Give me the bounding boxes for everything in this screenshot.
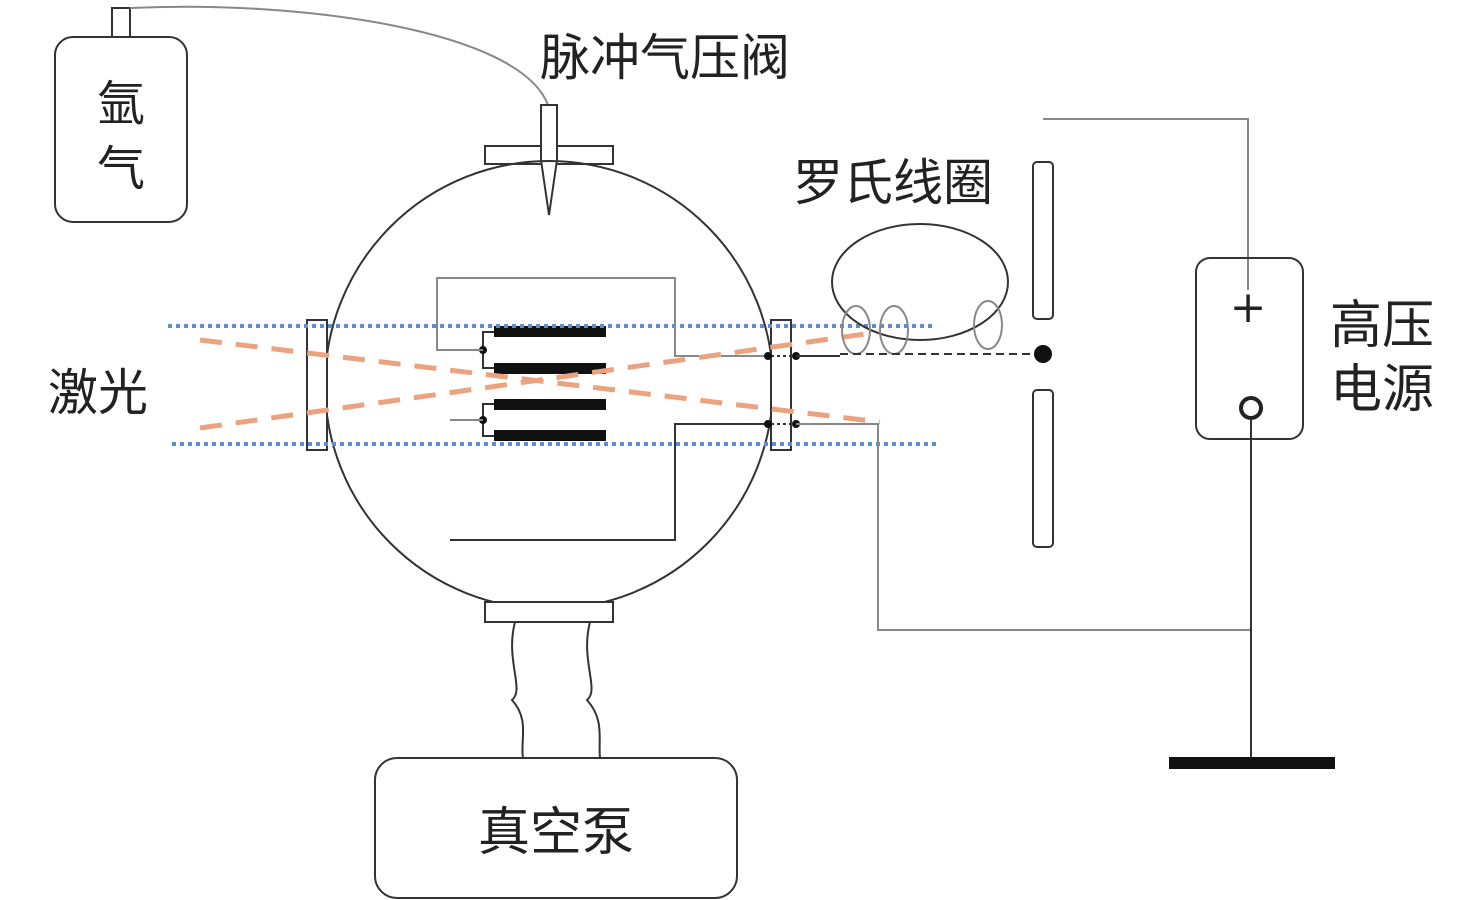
laser-label: 激光 xyxy=(48,364,148,422)
electrodes xyxy=(436,277,800,541)
argon-label-2: 气 xyxy=(97,141,145,197)
pulse-valve-label: 脉冲气压阀 xyxy=(540,29,790,87)
rogowski-coil-label: 罗氏线圈 xyxy=(793,154,993,212)
laser-beams: 激光 xyxy=(48,324,940,446)
rogowski-coil: 罗氏线圈 xyxy=(793,154,1052,363)
return-wire xyxy=(796,423,1252,631)
hv-label-1: 高压 xyxy=(1330,296,1434,356)
hv-positive-wire xyxy=(1043,118,1249,290)
ground-icon xyxy=(1169,757,1335,769)
vacuum-pump-label: 真空泵 xyxy=(478,803,634,863)
vacuum-pump: 真空泵 xyxy=(374,621,738,899)
high-voltage-supply: + 高压 电源 xyxy=(1169,257,1434,769)
plus-terminal: + xyxy=(1230,282,1267,333)
pulse-valve: 脉冲气压阀 xyxy=(484,29,790,216)
argon-label-1: 氩 xyxy=(97,76,145,132)
vacuum-chamber xyxy=(306,160,792,623)
argon-tank: 氩 气 xyxy=(54,5,549,223)
spark-gap xyxy=(1032,161,1054,548)
hv-label-2: 电源 xyxy=(1330,360,1434,420)
